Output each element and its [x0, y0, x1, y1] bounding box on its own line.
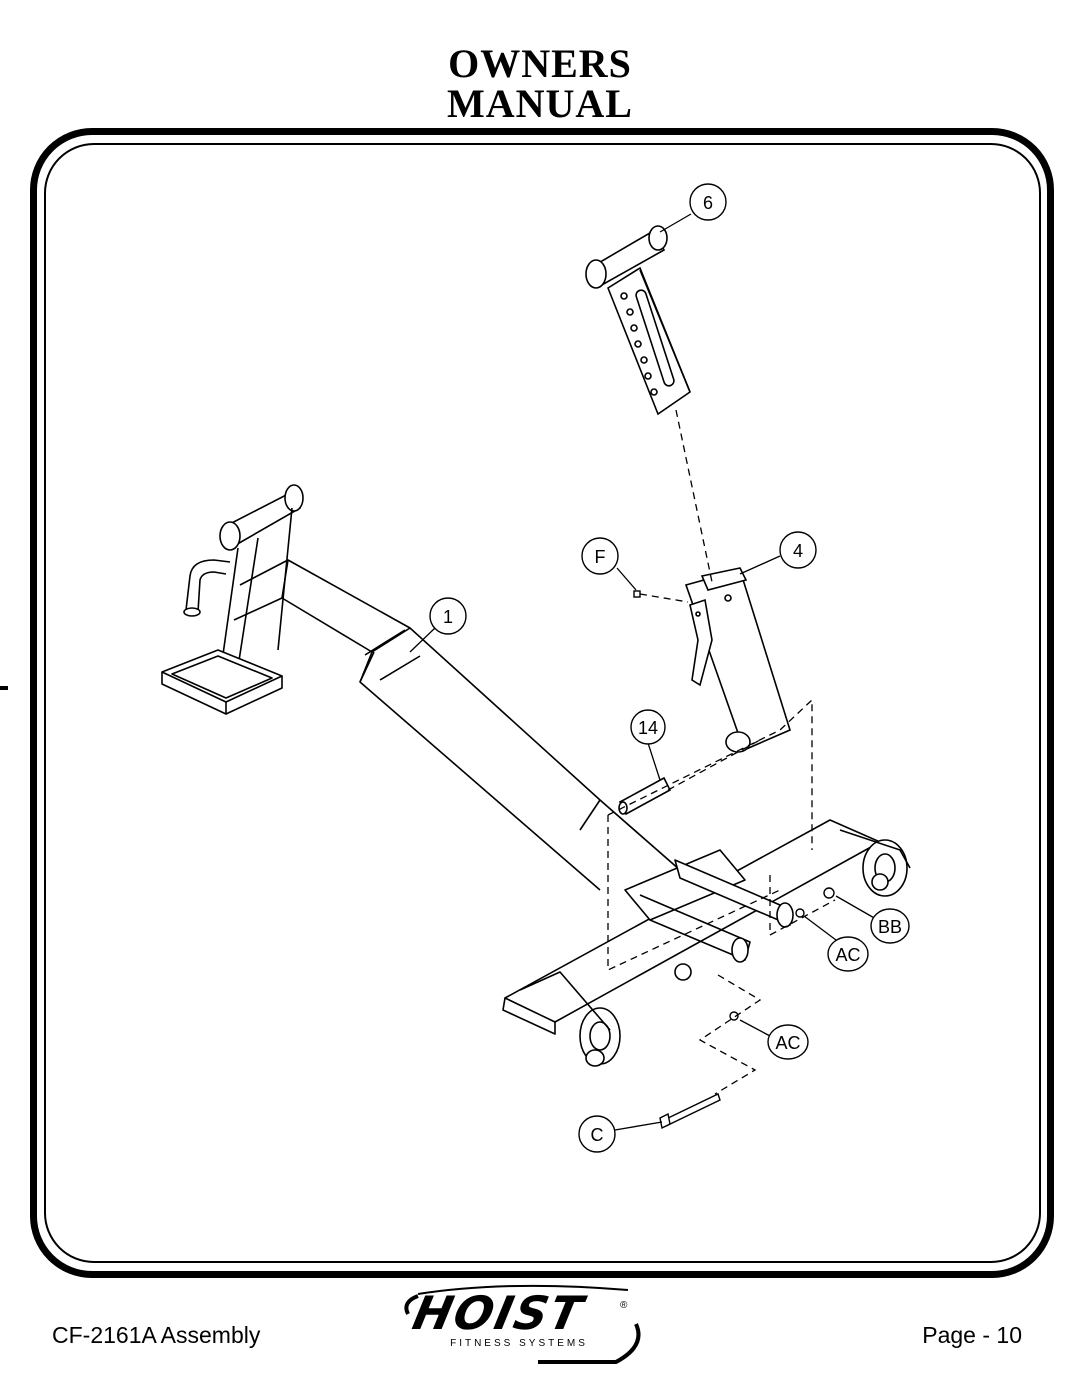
logo-swoosh — [404, 1284, 641, 1364]
callout-bubbles — [429, 183, 910, 1153]
assembly-guide-lines — [607, 409, 836, 1095]
callout-ac-lower: AC — [775, 1033, 800, 1053]
sleeve-part-4 — [684, 567, 791, 753]
main-frame-part-1 — [161, 484, 911, 1067]
pad-post-part-6 — [585, 225, 691, 416]
logo-subtitle: FITNESS SYSTEMS — [450, 1338, 588, 1349]
callout-bb: BB — [878, 917, 902, 937]
hoist-logo: HOIST ® FITNESS SYSTEMS — [388, 1284, 688, 1364]
diagram-frame-inner — [44, 143, 1041, 1263]
margin-mark — [0, 686, 8, 690]
callout-4: 4 — [793, 541, 803, 561]
pin-part-14 — [618, 776, 672, 816]
callout-labels: 6 4 F 1 14 BB AC AC C — [443, 193, 902, 1145]
callout-f: F — [595, 547, 606, 567]
hardware — [633, 590, 835, 1130]
callout-6: 6 — [703, 193, 713, 213]
page-number: Page - 10 — [922, 1322, 1022, 1348]
manual-title-line1: OWNERS — [448, 41, 632, 86]
callout-ac-upper: AC — [835, 945, 860, 965]
callout-leaders — [409, 213, 877, 1131]
manual-title-line2: MANUAL — [447, 81, 633, 126]
logo-wordmark: HOIST — [408, 1286, 589, 1340]
model-assembly-label: CF-2161A Assembly — [52, 1322, 261, 1348]
callout-14: 14 — [638, 718, 658, 738]
diagram-frame-outer — [30, 128, 1054, 1278]
logo-registered-mark: ® — [620, 1300, 628, 1311]
callout-c: C — [591, 1125, 604, 1145]
callout-1: 1 — [443, 607, 453, 627]
